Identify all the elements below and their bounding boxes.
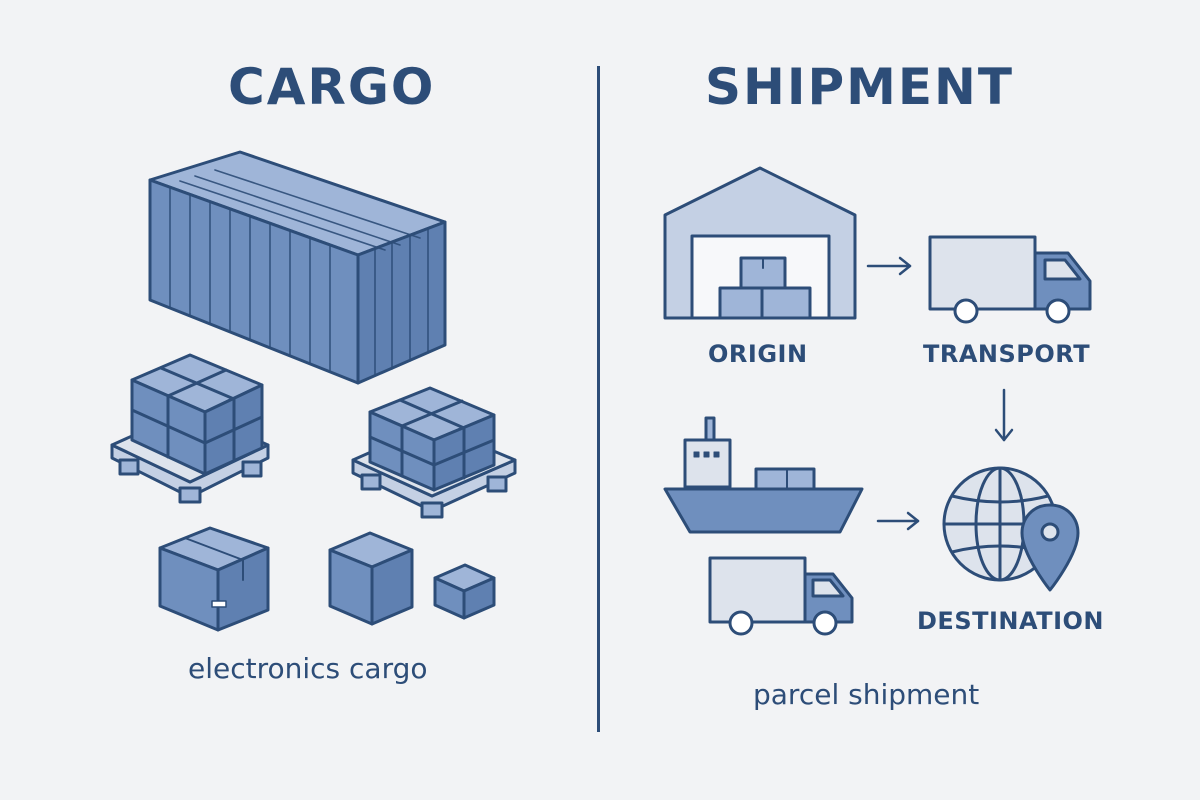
truck-icon xyxy=(708,556,854,636)
location-pin-icon xyxy=(1020,503,1080,592)
step-label-origin: ORIGIN xyxy=(708,340,808,368)
center-divider xyxy=(597,66,600,732)
shipment-title: SHIPMENT xyxy=(705,58,1014,116)
arrow-icon xyxy=(876,511,920,531)
cargo-caption: electronics cargo xyxy=(188,652,428,685)
truck-icon xyxy=(928,235,1092,324)
cargo-title: CARGO xyxy=(228,58,436,116)
cargo-ship-icon xyxy=(663,416,864,534)
pallet-boxes-icon xyxy=(351,386,517,519)
shipping-container-icon xyxy=(148,150,447,385)
cardboard-box-icon xyxy=(433,563,496,620)
warehouse-icon xyxy=(663,166,857,320)
step-label-destination: DESTINATION xyxy=(917,607,1104,635)
cardboard-box-icon xyxy=(328,531,414,626)
shipment-caption: parcel shipment xyxy=(753,678,980,711)
pallet-boxes-icon xyxy=(110,353,270,504)
arrow-icon xyxy=(866,256,912,276)
arrow-icon xyxy=(994,388,1014,442)
cardboard-box-icon xyxy=(158,526,270,632)
step-label-transport: TRANSPORT xyxy=(923,340,1091,368)
